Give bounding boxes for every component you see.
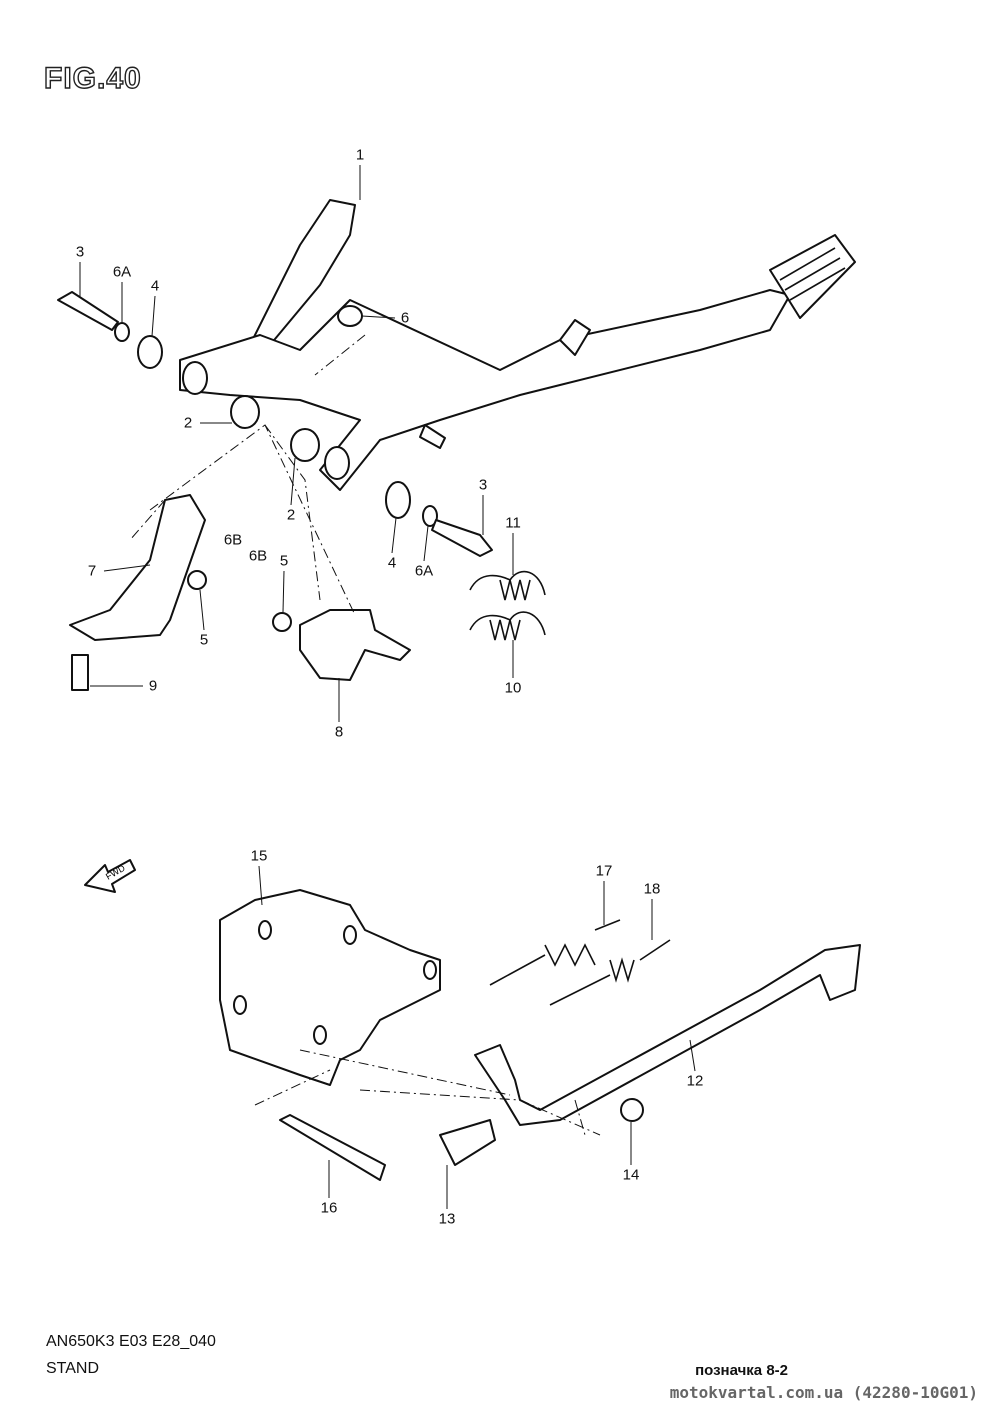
callout-13: 13 bbox=[438, 1210, 456, 1228]
model-code: AN650K3 E03 E28_040 bbox=[46, 1333, 216, 1350]
callout-17: 17 bbox=[595, 862, 613, 880]
side-stand-bracket-part[interactable] bbox=[219, 889, 441, 1086]
callout-6: 6 bbox=[400, 309, 410, 327]
bolt-part[interactable] bbox=[439, 1119, 496, 1166]
nut-part[interactable] bbox=[187, 570, 207, 590]
figure-title: FIG.40 bbox=[43, 61, 142, 95]
bushing-part[interactable] bbox=[230, 395, 260, 429]
callout-16: 16 bbox=[320, 1199, 338, 1217]
bracket-part[interactable] bbox=[69, 494, 206, 641]
spring-part[interactable] bbox=[489, 919, 621, 986]
washer-part[interactable] bbox=[422, 505, 438, 527]
callout-6a: 6A bbox=[414, 562, 434, 580]
bolt-part[interactable] bbox=[57, 291, 119, 331]
bushing-part[interactable] bbox=[290, 428, 320, 462]
callout-12: 12 bbox=[686, 1072, 704, 1090]
washer-part[interactable] bbox=[137, 335, 163, 369]
callout-3: 3 bbox=[75, 243, 85, 261]
washer-part[interactable] bbox=[114, 322, 130, 342]
callout-6b: 6B bbox=[248, 547, 268, 565]
callout-5: 5 bbox=[279, 552, 289, 570]
bracket-part[interactable] bbox=[299, 609, 411, 681]
callout-2: 2 bbox=[183, 414, 193, 432]
callout-3: 3 bbox=[478, 476, 488, 494]
callout-14: 14 bbox=[622, 1166, 640, 1184]
forward-arrow-icon: FWD bbox=[84, 859, 136, 893]
bolt-part[interactable] bbox=[431, 519, 493, 557]
nut-part[interactable] bbox=[272, 612, 292, 632]
callout-7: 7 bbox=[87, 562, 97, 580]
callout-5: 5 bbox=[199, 631, 209, 649]
source-link[interactable]: motokvartal.com.ua (42280-10G01) bbox=[669, 1383, 978, 1402]
washer-part[interactable] bbox=[385, 481, 411, 519]
callout-8: 8 bbox=[334, 723, 344, 741]
side-stand-part[interactable] bbox=[474, 944, 861, 1126]
callout-15: 15 bbox=[250, 847, 268, 865]
callout-11: 11 bbox=[505, 514, 521, 532]
callout-2: 2 bbox=[286, 506, 296, 524]
bolt-part[interactable] bbox=[71, 654, 89, 691]
callout-10: 10 bbox=[504, 679, 522, 697]
spring-part[interactable] bbox=[549, 939, 671, 1006]
callout-9: 9 bbox=[148, 677, 158, 695]
spring-part[interactable] bbox=[469, 611, 546, 641]
callout-6a: 6A bbox=[112, 263, 132, 281]
section-name: STAND bbox=[46, 1360, 100, 1377]
callout-1: 1 bbox=[355, 146, 365, 164]
spring-part[interactable] bbox=[469, 570, 546, 601]
bolt-part[interactable] bbox=[279, 1114, 386, 1181]
cap-part[interactable] bbox=[337, 305, 363, 327]
callout-4: 4 bbox=[387, 554, 397, 572]
callout-4: 4 bbox=[150, 277, 160, 295]
nut-part[interactable] bbox=[620, 1098, 644, 1122]
callout-6b: 6B bbox=[223, 531, 243, 549]
callout-18: 18 bbox=[643, 880, 661, 898]
reference-label: позначка 8-2 bbox=[695, 1362, 788, 1379]
center-stand-part[interactable] bbox=[179, 199, 856, 491]
